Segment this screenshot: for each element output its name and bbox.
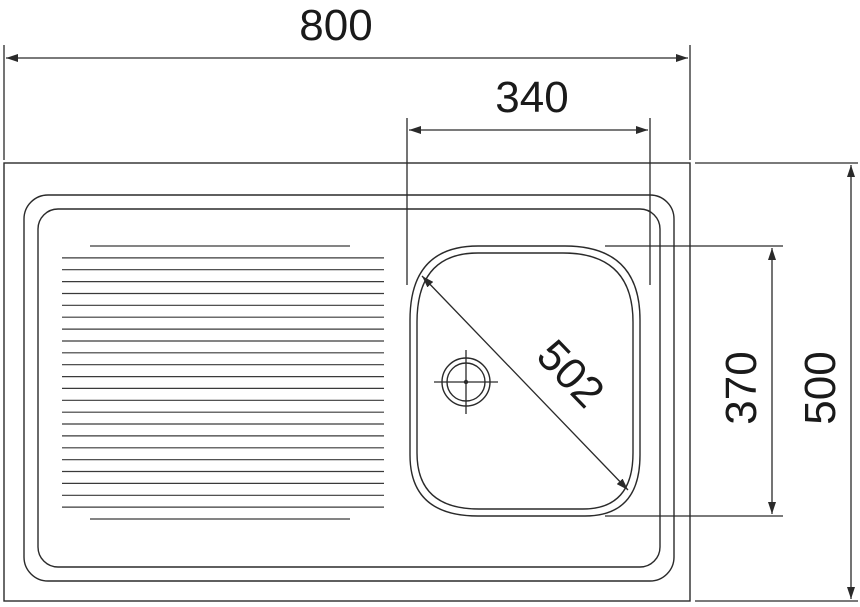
drainer-grooves	[62, 245, 384, 520]
sink-outer-frame	[3, 162, 691, 602]
overall-width-dimension: 800	[3, 1, 691, 160]
bowl-diagonal-dimension: 502	[421, 275, 629, 491]
bowl-diagonal-arrow-line	[421, 275, 629, 491]
drain-hole	[434, 350, 498, 414]
bowl-diagonal-label: 502	[527, 331, 613, 418]
overall-depth-label: 500	[796, 351, 845, 424]
bowl-height-dimension: 370	[605, 245, 783, 517]
sink-inner-rim	[37, 208, 661, 568]
overall-width-label: 800	[299, 1, 372, 50]
overall-depth-dimension: 500	[695, 162, 858, 602]
bowl-width-label: 340	[495, 73, 568, 122]
bowl-outline	[409, 245, 641, 517]
sink-top-rim	[23, 194, 675, 582]
sink-body	[3, 162, 691, 602]
bowl-width-dimension: 340	[406, 73, 651, 285]
bowl-height-label: 370	[717, 351, 766, 424]
